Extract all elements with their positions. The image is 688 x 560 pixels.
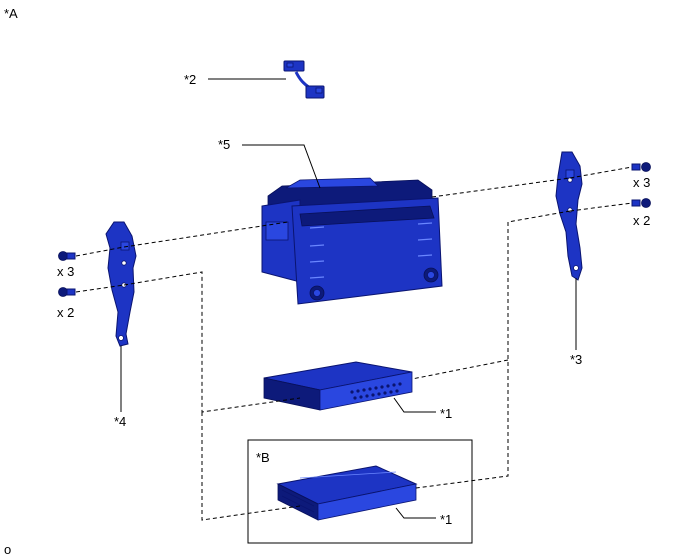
bolt-icon	[58, 287, 76, 297]
alignment-lines	[75, 166, 633, 521]
leader-part5	[242, 144, 321, 189]
right-bracket	[555, 151, 583, 281]
label-part5: *5	[218, 137, 230, 152]
view-b-label: *B	[256, 450, 270, 465]
qty-left-lower: x 2	[57, 305, 74, 320]
corner-mark: o	[4, 542, 11, 557]
view-a-label: *A	[4, 6, 18, 21]
module-unit-upper	[263, 361, 413, 411]
leader-part1-lower	[395, 507, 436, 519]
label-part3: *3	[570, 352, 582, 367]
left-bracket	[105, 221, 137, 347]
label-part1-upper: *1	[440, 406, 452, 421]
label-part4: *4	[114, 414, 126, 429]
bolt-icon	[631, 162, 651, 172]
qty-right-upper: x 3	[633, 175, 650, 190]
leader-part1-upper	[393, 397, 436, 413]
view-b-frame	[247, 439, 473, 544]
head-unit-display	[261, 177, 443, 305]
qty-right-lower: x 2	[633, 213, 650, 228]
bolt-icon	[631, 198, 651, 208]
bolt-icon	[58, 251, 76, 261]
qty-left-upper: x 3	[57, 264, 74, 279]
label-part2: *2	[184, 72, 196, 87]
module-unit-lower	[276, 465, 418, 521]
wire-harness-connector	[283, 60, 325, 99]
label-part1-lower: *1	[440, 512, 452, 527]
